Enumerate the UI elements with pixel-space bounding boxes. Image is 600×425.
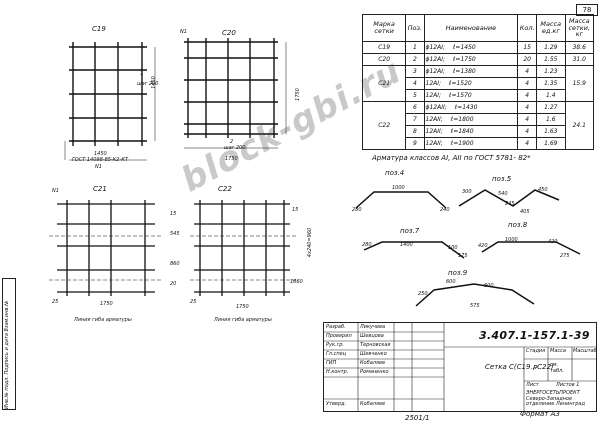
table-row: С20 2 ϕ12AI; ℓ=1750 20 1.55 31.0	[361, 53, 594, 66]
mesh-c20-step: шаг 200	[224, 145, 246, 151]
mesh-c22-dim-2: 1750	[236, 304, 249, 310]
pos8-title: поз.8	[508, 221, 528, 229]
mesh-c21-dim-2: 860	[170, 261, 180, 267]
pos7-title: поз.7	[400, 227, 420, 235]
mesh-c21-n1: N1	[52, 188, 59, 194]
tb-row: Н.контр.Романенко	[326, 369, 389, 375]
sheet-ref: см. табл.	[550, 362, 564, 374]
pos9-title: поз.9	[448, 269, 468, 277]
table-row: 8 12AII; ℓ=1840 4 1.63	[363, 125, 594, 138]
pos4-title: поз.4	[385, 169, 405, 177]
table-row: 9 12AII; ℓ=1900 4 1.69	[363, 137, 594, 150]
tb-row: Рук.гр.Терновская	[326, 342, 391, 348]
stage-value: Р	[533, 364, 538, 372]
mesh-c19-n1: N1	[95, 164, 102, 170]
document-title: Сетка С(С19...С22)	[485, 363, 554, 371]
tb-row: Утверд.Кобаляев	[326, 401, 385, 407]
mesh-c20-drawing	[178, 36, 298, 156]
table-row: С22 6 ϕ12AII; ℓ=1430 4 1.27 24.1	[361, 101, 594, 150]
col-pos: Поз.	[405, 14, 425, 42]
mesh-c19-title: С19	[92, 25, 106, 33]
table-header-row: Марка сетки Поз. Наименование Кол. Масса…	[361, 14, 594, 42]
specification-table: Марка сетки Поз. Наименование Кол. Масса…	[361, 14, 594, 150]
mesh-c21-dim-1: 15	[170, 211, 177, 217]
mesh-c21-drawing	[45, 196, 165, 308]
col-name: Наименование	[423, 14, 519, 42]
col-mass-total: Масса сетки, кг	[564, 14, 594, 42]
tb-row: Разраб.Ликучева	[326, 324, 386, 330]
mesh-c20-title: С20	[222, 29, 236, 37]
mesh-c21-dim-3: 20	[170, 281, 177, 287]
col-mass-unit: Масса ед.кг	[536, 14, 566, 42]
mesh-c19-note: ГОСТ 14098-85-К2-КТ	[72, 157, 128, 163]
organization: ЭНЕРГОСЕТЬПРОЕКТ Северо-Западное отделен…	[526, 390, 585, 407]
mesh-c19-pos: 1	[140, 71, 144, 77]
pos5-drawing	[455, 182, 565, 216]
pos8-drawing	[478, 228, 588, 262]
mesh-c20-pos: 2	[230, 139, 234, 145]
pos5-title: поз.5	[492, 175, 512, 183]
mesh-c21-title: С21	[93, 185, 107, 193]
mesh-c19-drawing	[55, 32, 165, 172]
document-code: 3.407.1-157.1-39	[479, 329, 590, 342]
table-row: 7 12AII; ℓ=1800 4 1.6	[363, 113, 594, 126]
mesh-c22-drawing	[188, 196, 300, 308]
mesh-c22-label: Линия гиба арматуры	[214, 317, 272, 323]
mesh-c20-n1: N1	[180, 29, 187, 35]
col-mark: Марка сетки	[361, 14, 407, 42]
col-qty: Кол.	[517, 14, 538, 42]
mesh-c22-dim-1: 1660	[290, 279, 303, 285]
mesh-c22-title: С22	[218, 185, 232, 193]
pos4-drawing	[352, 178, 452, 214]
format-label: Формат А3	[520, 410, 560, 418]
mesh-c22-dim-0: 4x240=960	[307, 227, 314, 258]
mesh-c19-step: шаг 200	[137, 81, 159, 87]
mesh-c21-dim-0: 545	[170, 231, 180, 237]
table-row: С19 1 ϕ12AI; ℓ=1450 15 1.29 38.6	[361, 41, 594, 54]
mesh-c21-dim-5: 25	[52, 299, 59, 305]
mesh-c21-label: Линия гиба арматуры	[74, 317, 132, 323]
mesh-c21-dim-4: 1750	[100, 301, 113, 307]
footer-number: 2501/1	[405, 414, 430, 422]
side-stamp: Инв.№ подл. Подпись и дата Взам.инв.№	[2, 278, 16, 410]
mesh-c19-dim-w: 1450	[94, 151, 107, 157]
pos7-drawing	[360, 236, 472, 266]
pos9-drawing	[412, 276, 542, 312]
reinforcement-note: Арматура классов AI, AII по ГОСТ 5781- 8…	[372, 154, 531, 162]
mesh-c22-dim-4: 15	[292, 207, 299, 213]
table-row: 5 12AI; ℓ=1570 4 1.4	[363, 89, 594, 102]
mesh-c20-dim-w: 1750	[225, 156, 238, 162]
mesh-c22-dim-3: 25	[190, 299, 197, 305]
